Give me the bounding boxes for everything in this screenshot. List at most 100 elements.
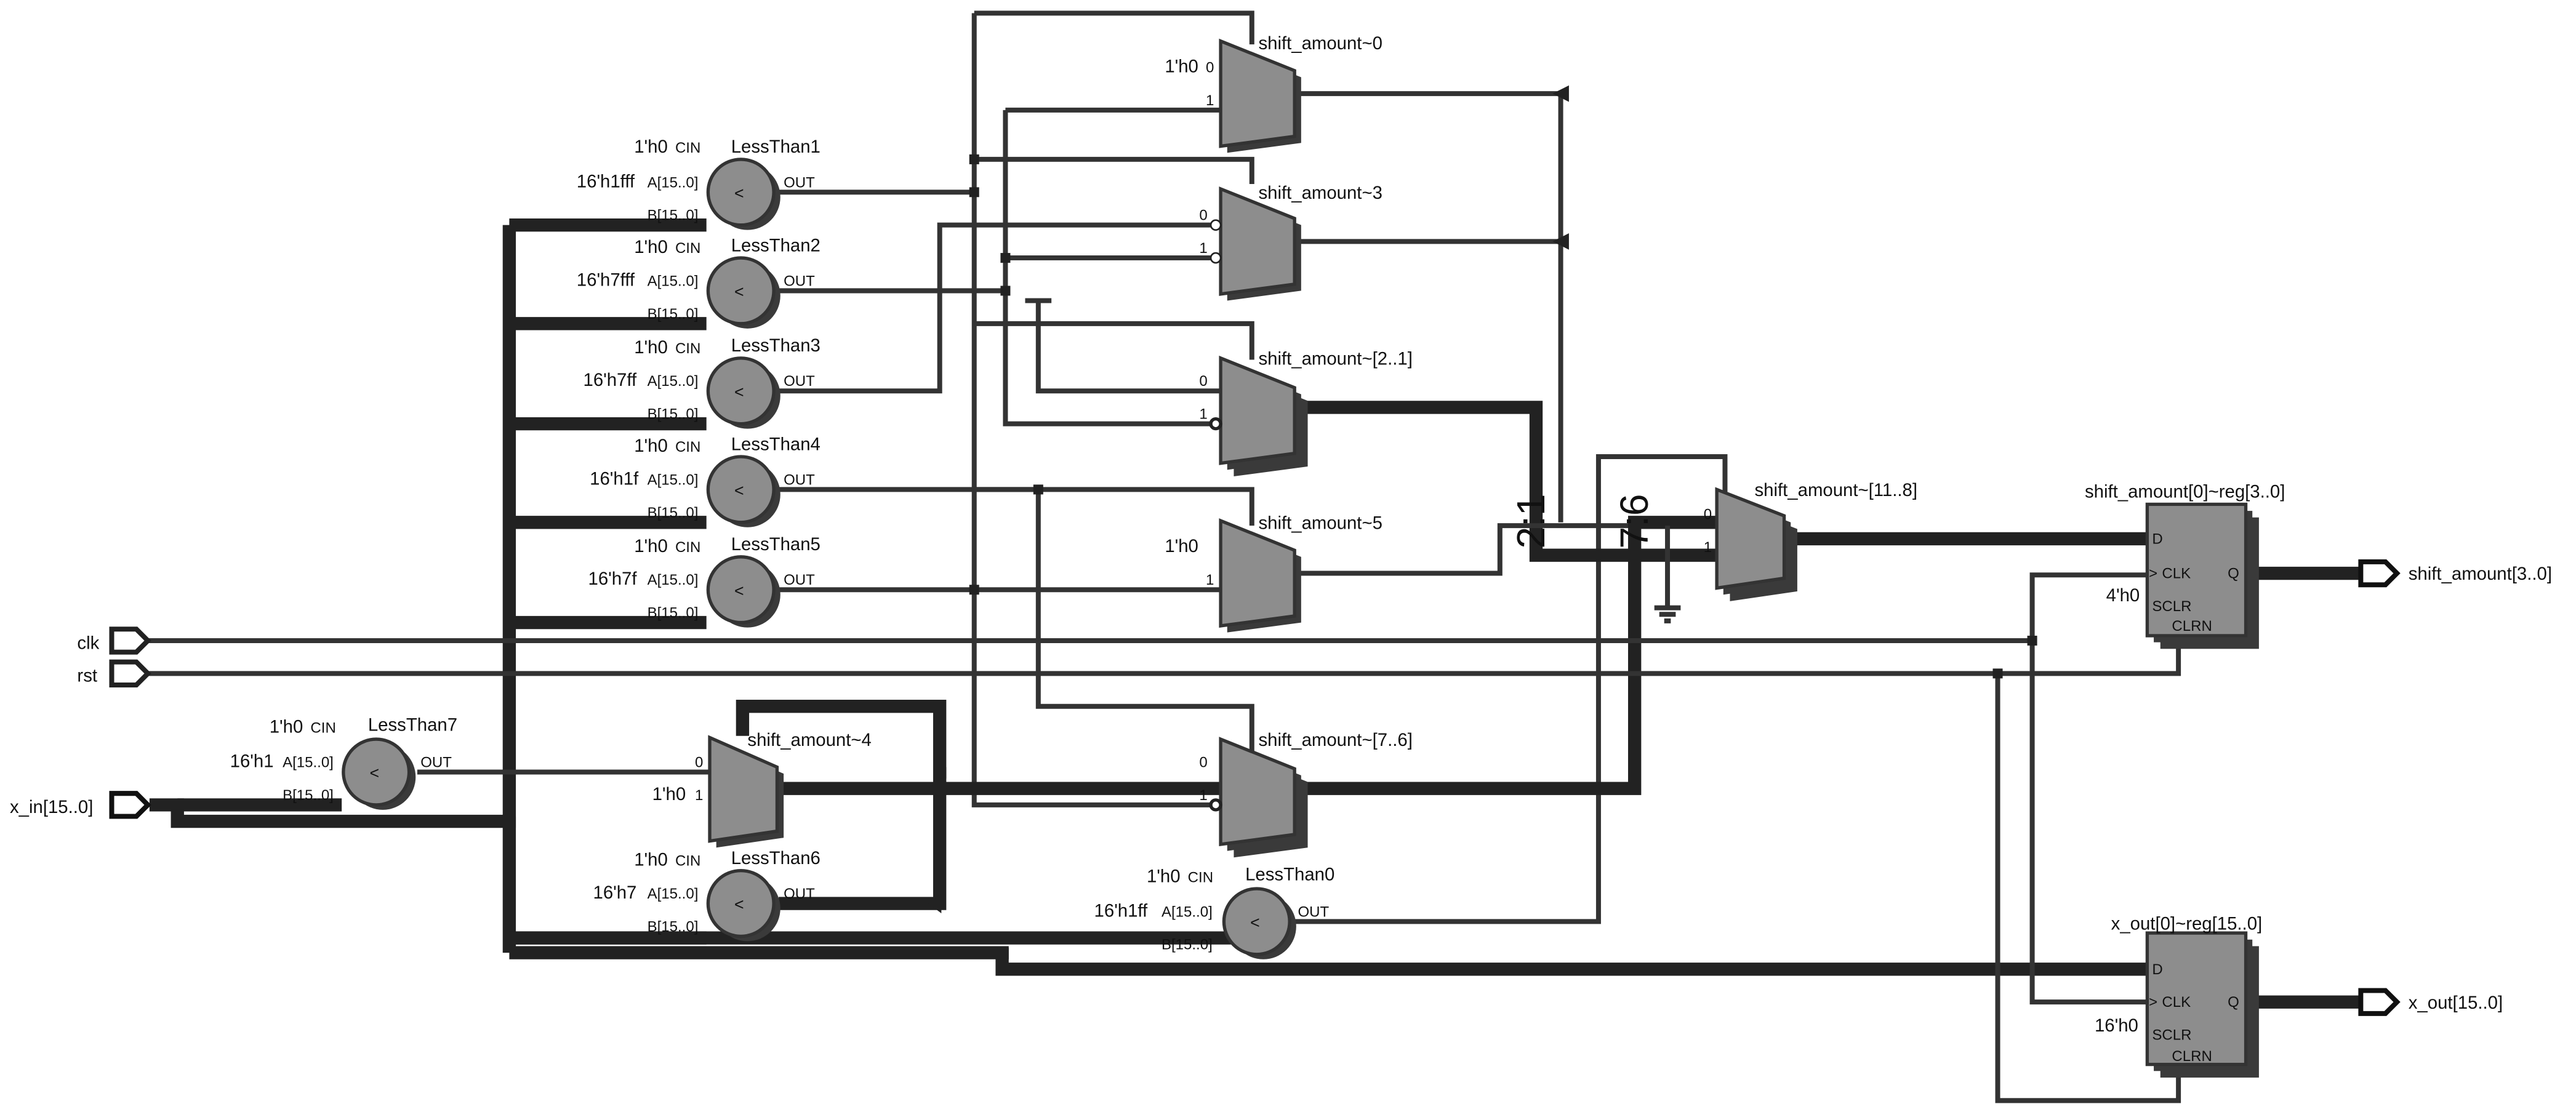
- cin-value: 1'h0: [634, 536, 668, 556]
- register-body: [2145, 502, 2248, 638]
- port-shift-amount[interactable]: shift_amount[3..0]: [2358, 559, 2552, 588]
- a-value: 16'h7f: [588, 569, 638, 589]
- b-pin: B[15..0]: [648, 306, 699, 322]
- mux-name: shift_amount~[11..8]: [1754, 480, 1917, 500]
- port-x-out[interactable]: x_out[15..0]: [2358, 988, 2503, 1016]
- mux-shift-amount-7-6[interactable]: shift_amount~[7..6] 0 1: [1199, 730, 1413, 858]
- b-pin: B[15..0]: [648, 918, 699, 935]
- inverter-bubble: [1210, 252, 1222, 264]
- lt0-out: [1291, 454, 1728, 924]
- cin-pin: CIN: [675, 140, 700, 156]
- junction-dot: [504, 517, 516, 529]
- cin-pin: CIN: [310, 719, 335, 736]
- a-pin: A[15..0]: [648, 471, 699, 488]
- mux-shift-amount-3[interactable]: shift_amount~3 0 1: [1199, 183, 1382, 301]
- junction-dot: [504, 933, 516, 945]
- junction-dot: [504, 617, 516, 630]
- out-pin: OUT: [784, 273, 815, 289]
- comparator-body: [706, 256, 776, 326]
- a-value: 16'h1f: [590, 468, 639, 489]
- lt1-net: [971, 13, 1216, 807]
- clk-pin: CLK: [2162, 566, 2191, 582]
- mux-shift-amount-2-1[interactable]: shift_amount~[2..1] 0 1: [1199, 349, 1413, 477]
- junction-dot: [969, 187, 979, 198]
- register-x-out[interactable]: x_out[0]~reg[15..0] 16'h0 D CLK > SCLR C…: [2095, 914, 2262, 1078]
- clock-edge-icon: >: [2149, 566, 2157, 582]
- cin-value: 1'h0: [634, 337, 668, 358]
- comparator-body: [706, 356, 776, 426]
- junctions: [172, 85, 2037, 959]
- out-pin: OUT: [784, 373, 815, 390]
- a-pin: A[15..0]: [648, 886, 699, 902]
- out-pin: OUT: [420, 754, 452, 771]
- comparator-name: LessThan2: [731, 235, 821, 255]
- port-rst[interactable]: rst: [77, 659, 151, 688]
- sclr-pin: SCLR: [2152, 598, 2191, 615]
- cin-pin: CIN: [1188, 869, 1213, 886]
- mux-const: 1'h0: [652, 784, 686, 804]
- b-pin: B[15..0]: [648, 605, 699, 622]
- clk-net-xout: [2029, 640, 2148, 1005]
- comparator-name: LessThan3: [731, 335, 821, 356]
- junction-dot: [997, 948, 1009, 959]
- sel0-pin: 0: [1704, 506, 1712, 522]
- wires: [146, 10, 2361, 1103]
- a-pin: A[15..0]: [283, 754, 334, 771]
- comparator-name: LessThan4: [731, 434, 821, 454]
- out-pin: OUT: [1298, 903, 1330, 920]
- port-clk[interactable]: clk: [77, 627, 151, 655]
- comparator-lessthan5[interactable]: < LessThan5 1'h0 CIN 16'h7f A[15..0] B[1…: [588, 534, 821, 628]
- b-pin: B[15..0]: [648, 505, 699, 521]
- cin-value: 1'h0: [1147, 866, 1181, 886]
- sel0-pin: 0: [1199, 754, 1207, 771]
- comparator-name: LessThan7: [368, 715, 457, 735]
- cin-pin: CIN: [675, 853, 700, 870]
- comparator-body: [706, 555, 776, 625]
- mux5-out: [1294, 523, 1717, 576]
- comparator-name: LessThan0: [1245, 865, 1334, 885]
- lt2-net: [1003, 110, 1216, 426]
- sel1-pin: 1: [1199, 406, 1207, 423]
- mux-name: shift_amount~0: [1258, 33, 1382, 54]
- sclr-pin: SCLR: [2152, 1027, 2191, 1044]
- lt-symbol: <: [734, 582, 744, 600]
- bus-tag-7-6: 7:6: [1612, 494, 1656, 548]
- register-shift-amount[interactable]: shift_amount[0]~reg[3..0] 4'h0 D CLK > S…: [2085, 482, 2285, 649]
- a-value: 16'h7ff: [583, 370, 637, 390]
- port-label-shift-amount: shift_amount[3..0]: [2409, 564, 2552, 584]
- sel0-pin: 0: [1206, 59, 1214, 76]
- port-x-in[interactable]: x_in[15..0]: [10, 791, 151, 819]
- comparator-lessthan7[interactable]: < LessThan7 1'h0 CIN 16'h1 A[15..0] B[15…: [230, 715, 457, 810]
- junction-dot: [2027, 635, 2037, 646]
- comparator-lessthan3[interactable]: < LessThan3 1'h0 CIN 16'h7ff A[15..0] B[…: [583, 335, 821, 429]
- mux-shift-amount-5[interactable]: shift_amount~5 1'h0 1: [1165, 513, 1382, 633]
- comparator-body: [706, 158, 776, 227]
- junction-dot: [172, 799, 184, 812]
- mux-body: [1219, 355, 1296, 465]
- sel0-pin: 0: [1199, 207, 1207, 224]
- mux0-out: [1294, 91, 1563, 522]
- mux-name: shift_amount~[2..1]: [1258, 349, 1412, 369]
- lt-symbol: <: [1250, 913, 1260, 932]
- x-in-to-xout-reg: [509, 946, 2148, 976]
- a-pin: A[15..0]: [648, 174, 699, 191]
- comparator-lessthan6[interactable]: < LessThan6 1'h0 CIN 16'h7 A[15..0] B[15…: [593, 848, 821, 942]
- comparator-lessthan0[interactable]: < LessThan0 1'h0 CIN 16'h1ff A[15..0] B[…: [1094, 865, 1335, 959]
- comparator-body: [1222, 887, 1291, 956]
- register-body: [2145, 931, 2248, 1067]
- sel1-pin: 1: [1704, 539, 1712, 556]
- lt1-to-mux21: [974, 321, 1254, 360]
- input-port-icon: [109, 627, 151, 655]
- mux-shift-amount-11-8[interactable]: shift_amount~[11..8] 0 1: [1704, 480, 1917, 601]
- mux-name: shift_amount~5: [1258, 513, 1382, 533]
- mux-shift-amount-0[interactable]: shift_amount~0 1'h0 0 1: [1165, 33, 1382, 153]
- sel1-pin: 1: [1206, 572, 1214, 588]
- comparator-lessthan2[interactable]: < LessThan2 1'h0 CIN 16'h7fff A[15..0] B…: [577, 235, 821, 329]
- clrn-pin: CLRN: [2172, 1048, 2212, 1065]
- comparator-body: [342, 737, 411, 807]
- comparator-lessthan4[interactable]: < LessThan4 1'h0 CIN 16'h1f A[15..0] B[1…: [590, 434, 821, 527]
- mux-shift-amount-4[interactable]: shift_amount~4 1'h0 0 1: [652, 730, 872, 848]
- comparator-body: [706, 868, 776, 939]
- sel1-pin: 1: [1206, 92, 1214, 109]
- comparator-lessthan1[interactable]: < LessThan1 1'h0 CIN 16'h1fff A[15..0] B…: [577, 137, 821, 230]
